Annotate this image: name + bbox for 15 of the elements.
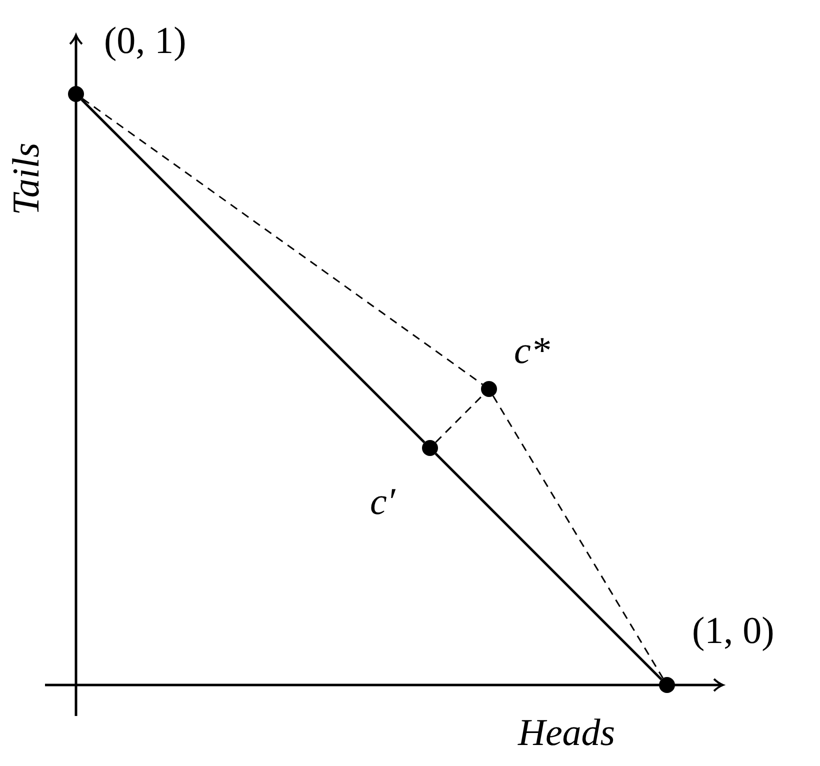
point-label: (0, 1) [104, 22, 186, 60]
point-label: (1, 0) [692, 612, 774, 650]
dashed-line [82, 98, 483, 385]
dashed-line [492, 395, 664, 679]
point-dot [659, 677, 675, 693]
line [434, 452, 662, 680]
axis-title: Heads [518, 714, 616, 752]
point-dot [481, 381, 497, 397]
point-dot [422, 440, 438, 456]
dashed-line [435, 394, 484, 443]
point-label: c* [514, 332, 550, 370]
line [80, 98, 426, 444]
point-label: c′ [370, 483, 396, 521]
point-dot [68, 86, 84, 102]
axis-title: Tails [7, 142, 46, 216]
